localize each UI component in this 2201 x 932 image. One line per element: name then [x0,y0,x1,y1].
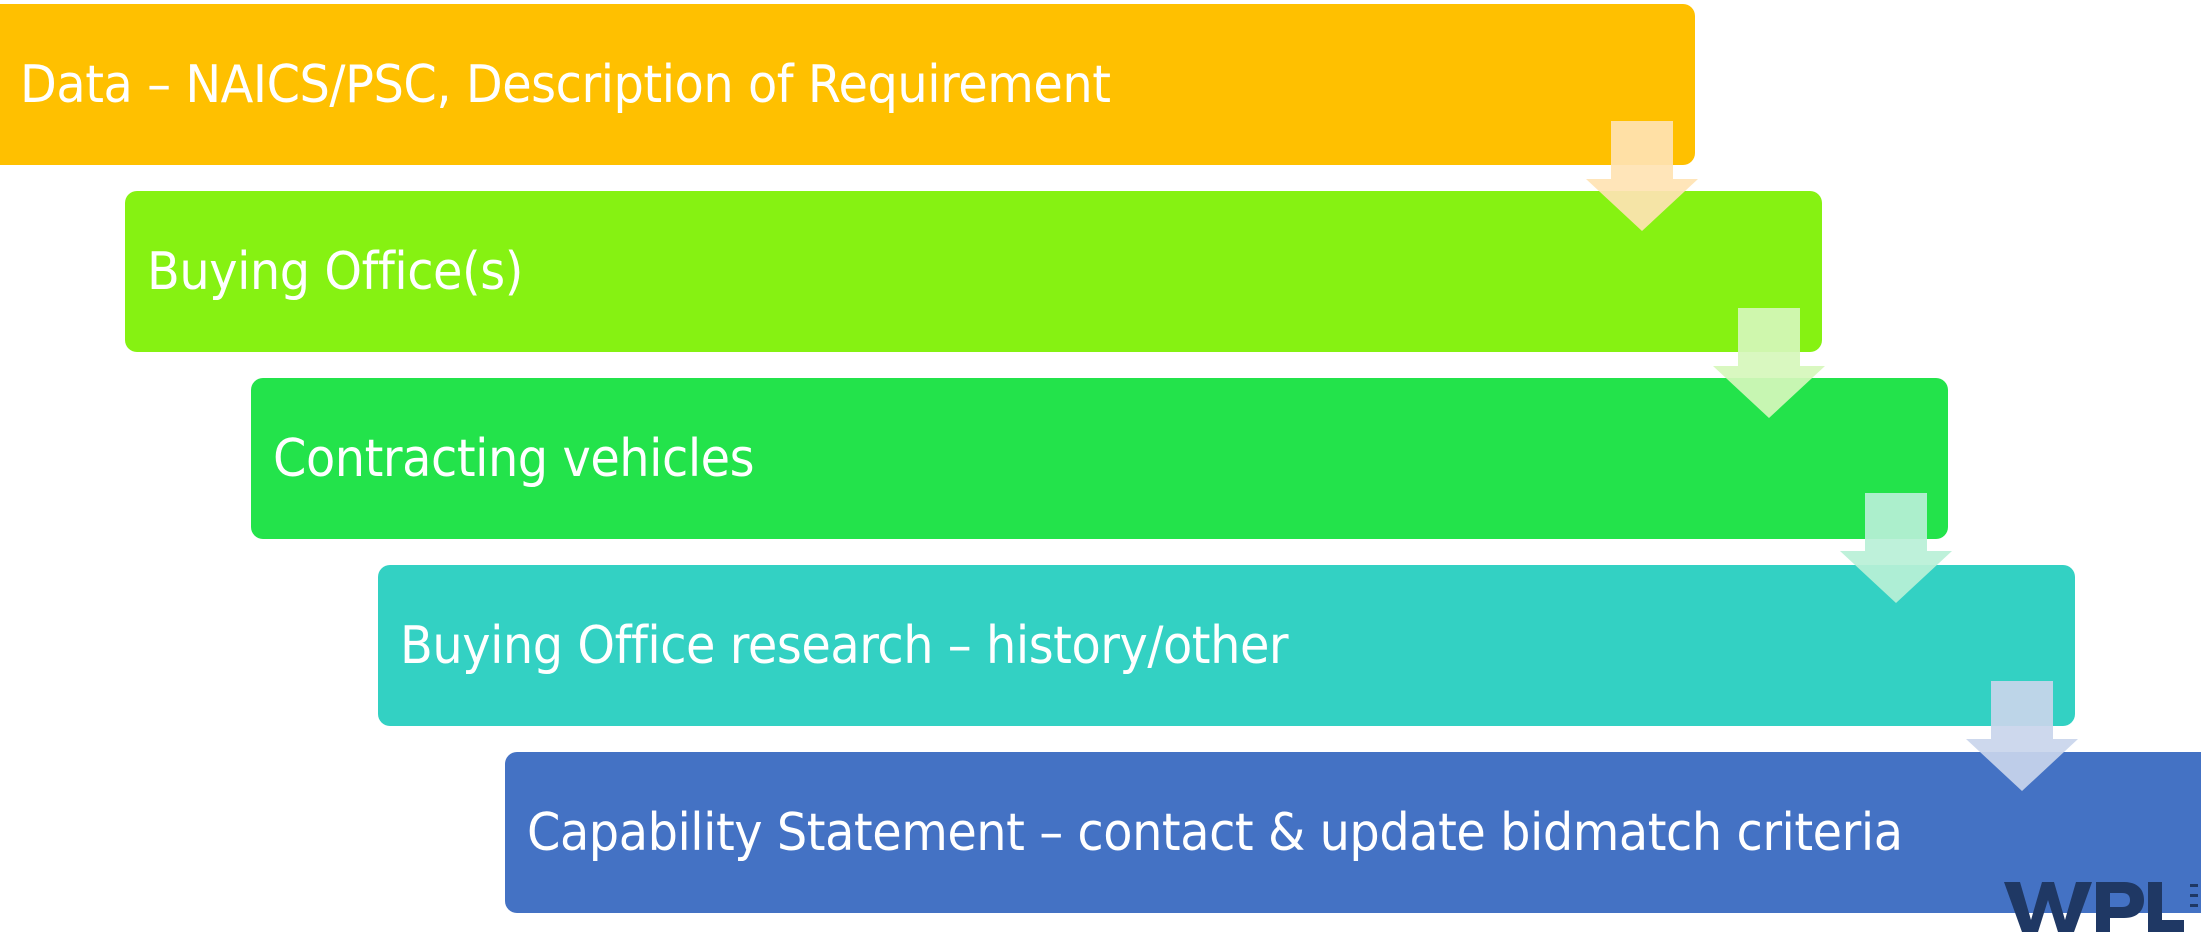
process-step-3: Contracting vehicles [251,378,1948,539]
process-step-2: Buying Office(s) [125,191,1822,352]
process-step-5: Capability Statement – contact & update … [505,752,2201,913]
down-arrow-icon [1586,121,1698,231]
process-step-label: Buying Office research – history/other [400,615,1289,676]
process-step-label: Data – NAICS/PSC, Description of Require… [20,54,1111,115]
process-step-label: Contracting vehicles [273,428,755,489]
process-step-label: Buying Office(s) [147,241,523,302]
down-arrow-icon [1713,308,1825,418]
process-step-1: Data – NAICS/PSC, Description of Require… [0,4,1695,165]
process-step-4: Buying Office research – history/other [378,565,2075,726]
down-arrow-icon [1966,681,2078,791]
down-arrow-icon [1840,493,1952,603]
process-step-label: Capability Statement – contact & update … [527,802,1903,863]
wpi-logo [2004,872,2201,932]
